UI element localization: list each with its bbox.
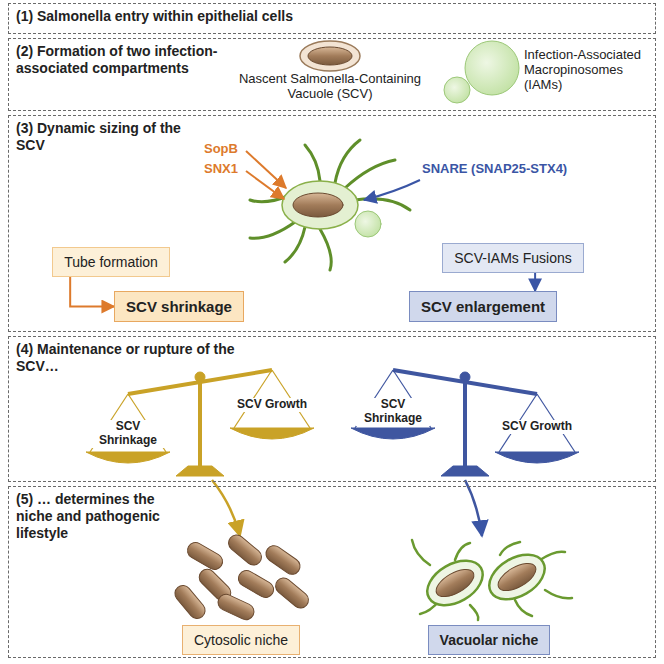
box-text: Tube formation xyxy=(64,254,158,270)
process-box: Cytosolic niche xyxy=(182,625,300,655)
cytosolic-bacteria xyxy=(172,532,312,623)
vacuolar-scvs xyxy=(412,540,572,620)
annotation-label: SCV Shrinkage xyxy=(356,398,430,426)
box-text: Vacuolar niche xyxy=(440,632,539,648)
step-heading: (4) Maintenance or rupture of the SCV… xyxy=(16,341,256,375)
box-text: SCV-IAMs Fusions xyxy=(454,250,571,266)
nascent-scv xyxy=(300,41,360,71)
annotation-label: SNX1 xyxy=(204,162,238,177)
box-text: Cytosolic niche xyxy=(194,632,288,648)
step-heading: (3) Dynamic sizing of the SCV xyxy=(16,120,206,154)
annotation-label: SopB xyxy=(204,142,238,157)
balance-scale-shrinkage xyxy=(86,370,314,476)
iam-circles xyxy=(444,41,519,103)
annotation-label: Infection-Associated Macropinosomes (IAM… xyxy=(524,48,652,93)
outcome-arrow xyxy=(465,480,482,536)
box-text: SCV shrinkage xyxy=(126,298,232,315)
process-box: SCV enlargement xyxy=(409,291,557,322)
annotation-label: Nascent Salmonella-Containing Vacuole (S… xyxy=(230,72,430,102)
step-panel: (5) … determines the niche and pathogeni… xyxy=(8,486,656,658)
snare-arrow xyxy=(364,180,420,200)
annotation-label: SNARE (SNAP25-STX4) xyxy=(422,162,567,177)
outcome-arrow xyxy=(212,480,240,536)
box-text: SCV enlargement xyxy=(421,298,545,315)
annotation-label: SCV Shrinkage xyxy=(91,420,165,448)
process-box: SCV-IAMs Fusions xyxy=(442,243,583,273)
annotation-label: SCV Growth xyxy=(235,398,309,412)
balance-scale-growth xyxy=(351,370,579,476)
sopb-arrow xyxy=(246,151,286,188)
step-panel: (3) Dynamic sizing of the SCV Tube format… xyxy=(8,115,656,332)
connector-arrow xyxy=(70,277,114,307)
process-box: Tube formation xyxy=(52,247,170,277)
snx1-arrow xyxy=(246,171,284,199)
step-heading: (2) Formation of two infection-associate… xyxy=(16,43,231,77)
scv-with-tubules xyxy=(250,140,410,270)
connector-arrow xyxy=(534,273,536,291)
step-heading: (5) … determines the niche and pathogeni… xyxy=(16,491,191,542)
step-panel: (4) Maintenance or rupture of the SCV… xyxy=(8,336,656,482)
annotation-label: SCV Growth xyxy=(500,420,574,434)
process-box: Vacuolar niche xyxy=(428,625,551,655)
step-panel: (1) Salmonella entry within epithelial c… xyxy=(8,3,656,34)
step-heading: (1) Salmonella entry within epithelial c… xyxy=(16,8,293,25)
process-box: SCV shrinkage xyxy=(114,291,244,322)
